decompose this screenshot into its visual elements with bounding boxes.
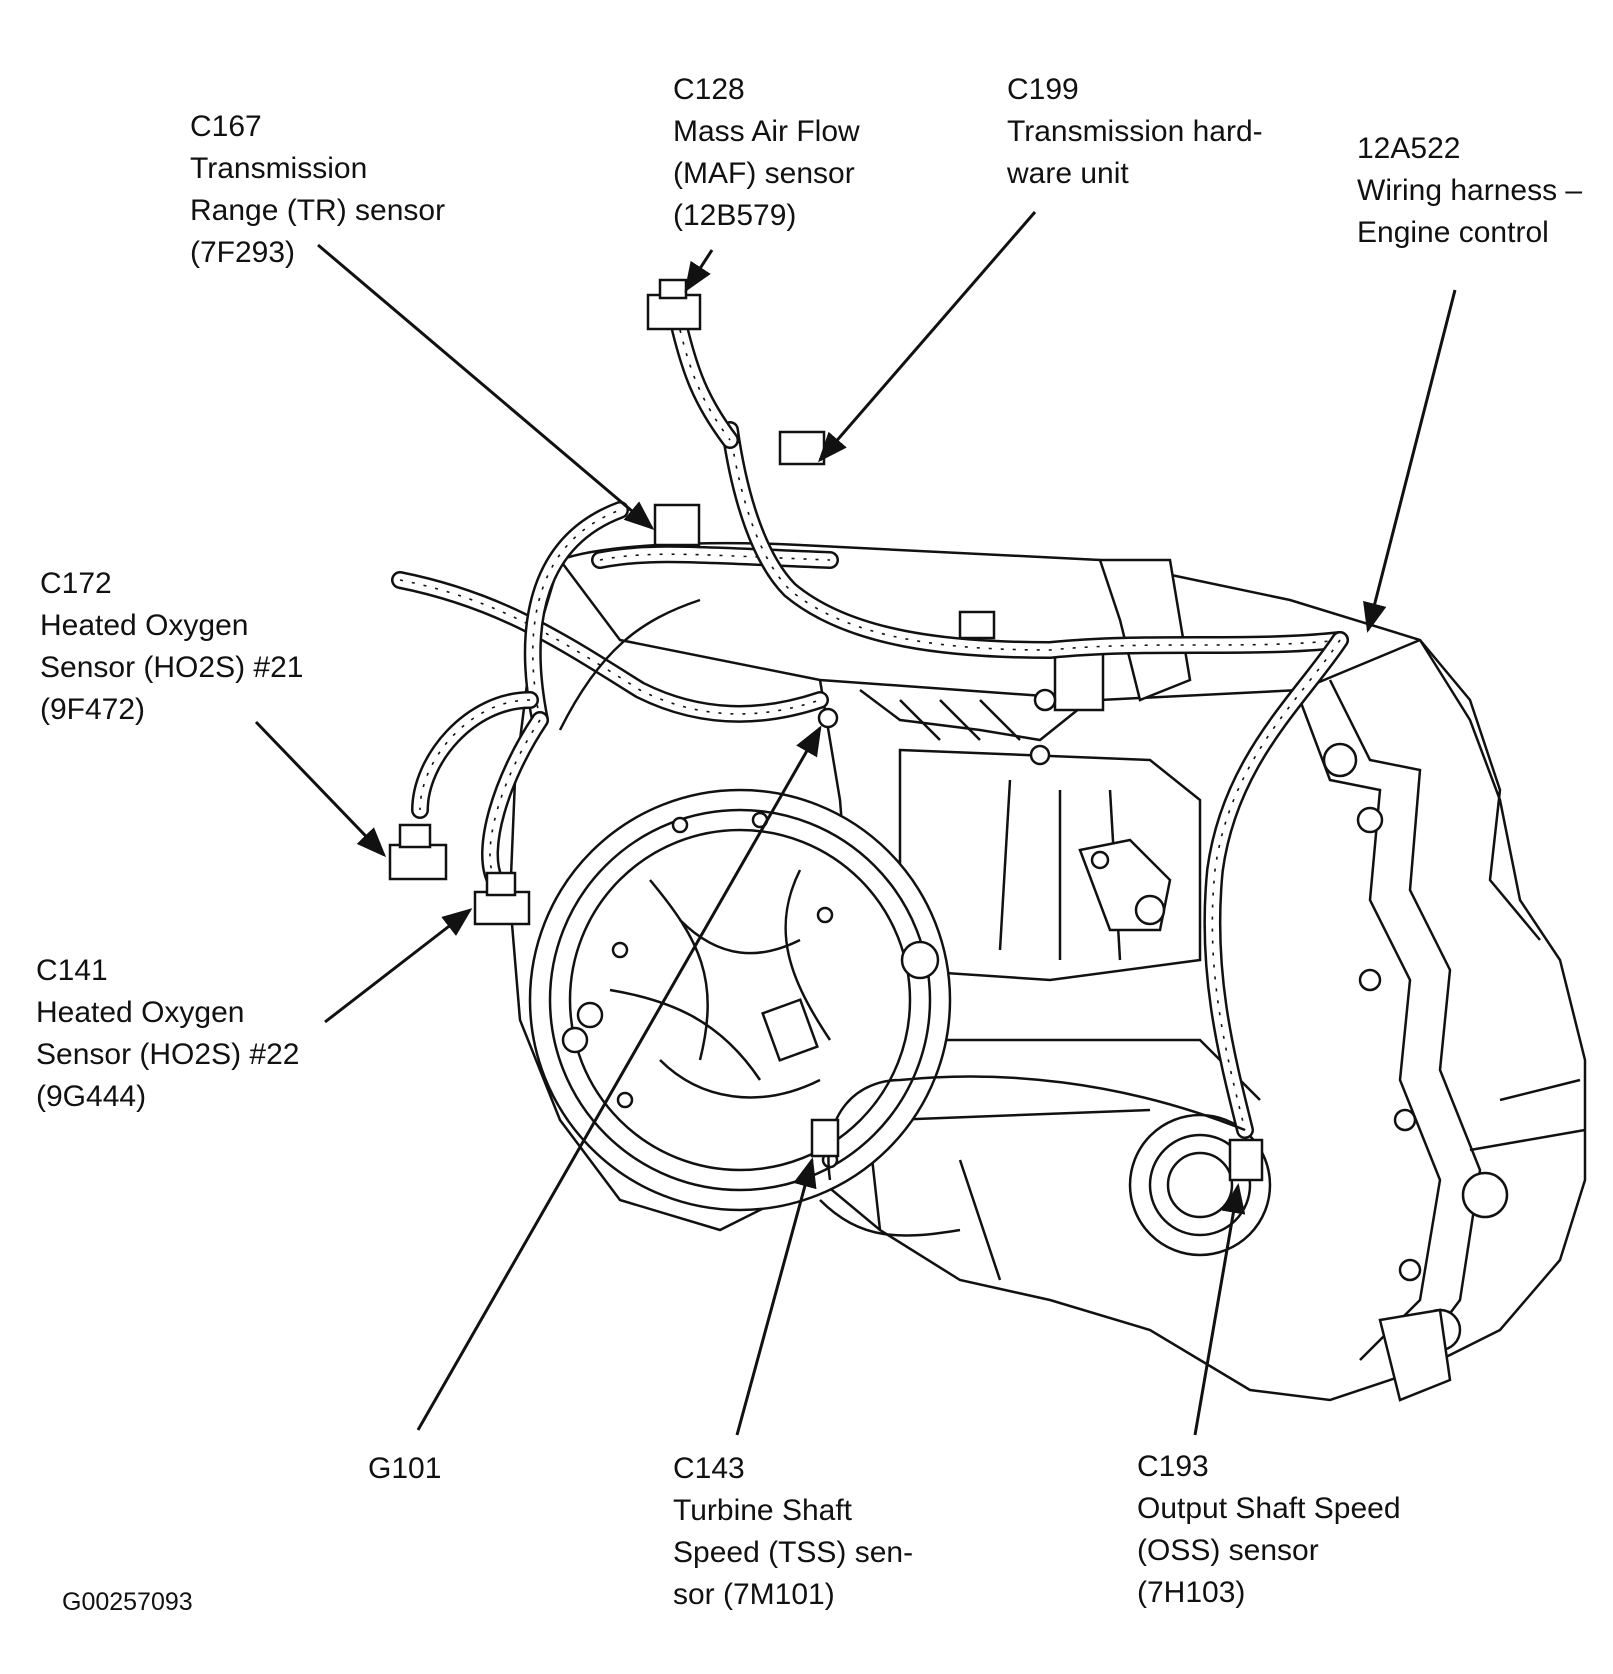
leader-g101 — [416, 725, 822, 1431]
callout-code: G101 — [368, 1452, 442, 1485]
figure-id: G00257093 — [62, 1588, 193, 1616]
callout-12a522: 12A522 Wiring harness – Engine control — [1357, 128, 1582, 254]
callout-c199: C199 Transmission hard- ware unit — [1007, 69, 1263, 195]
callout-text: Speed (TSS) sen- — [673, 1536, 914, 1569]
callout-c193: C193 Output Shaft Speed (OSS) sensor (7H… — [1137, 1446, 1401, 1614]
ho2s-22-connector — [473, 890, 531, 926]
callout-code: C143 — [673, 1452, 745, 1485]
callout-text: Engine control — [1357, 216, 1549, 249]
oss-sensor-connector — [1228, 1138, 1264, 1182]
callout-text: (OSS) sensor — [1137, 1534, 1319, 1567]
callout-text: sor (7M101) — [673, 1578, 835, 1611]
callout-c172: C172 Heated Oxygen Sensor (HO2S) #21 (9F… — [40, 563, 303, 731]
callout-text: (9G444) — [36, 1080, 147, 1113]
callout-code: C128 — [673, 73, 745, 106]
tss-sensor-connector — [810, 1118, 840, 1158]
transmission-case — [508, 541, 1587, 1402]
hardware-unit-connector — [778, 430, 826, 466]
callout-text: Turbine Shaft — [673, 1494, 852, 1527]
callout-code: C193 — [1137, 1450, 1209, 1483]
leader-c172 — [254, 720, 387, 858]
callout-text: Wiring harness – — [1357, 174, 1583, 207]
callout-text: Transmission — [190, 152, 368, 185]
callout-code: C167 — [190, 110, 262, 143]
callout-text: Output Shaft Speed — [1137, 1492, 1401, 1525]
callout-text: Sensor (HO2S) #21 — [40, 651, 304, 684]
callout-c167: C167 Transmission Range (TR) sensor (7F2… — [190, 106, 445, 274]
callout-c128: C128 Mass Air Flow (MAF) sensor (12B579) — [673, 69, 860, 237]
callout-text: (12B579) — [673, 199, 797, 232]
callout-c143: C143 Turbine Shaft Speed (TSS) sen- sor … — [673, 1448, 913, 1616]
tr-sensor-connector — [653, 503, 701, 547]
callout-code: C199 — [1007, 73, 1079, 106]
callout-text: (7F293) — [190, 236, 296, 269]
maf-connector — [646, 293, 702, 331]
callout-text: Mass Air Flow — [673, 115, 860, 148]
connectors — [388, 278, 1264, 1182]
callout-text: ware unit — [1007, 157, 1129, 190]
leader-c193 — [1193, 1183, 1246, 1436]
leader-12a522 — [1363, 289, 1457, 633]
leader-c199 — [818, 211, 1037, 463]
callout-text: Heated Oxygen — [40, 609, 249, 642]
callout-code: 12A522 — [1357, 132, 1461, 165]
callout-g101: G101 — [368, 1448, 441, 1490]
callout-text: Range (TR) sensor — [190, 194, 446, 227]
callout-text: (7H103) — [1137, 1576, 1246, 1609]
g101-ground-point — [817, 707, 839, 729]
leader-lines — [254, 211, 1457, 1436]
callout-code: C172 — [40, 567, 112, 600]
ho2s-21-connector — [388, 843, 448, 881]
callout-text: Transmission hard- — [1007, 115, 1263, 148]
callout-text: Heated Oxygen — [36, 996, 245, 1029]
callout-c141: C141 Heated Oxygen Sensor (HO2S) #22 (9G… — [36, 950, 299, 1118]
callout-text: (MAF) sensor — [673, 157, 855, 190]
leader-c167 — [317, 243, 655, 530]
leader-c128 — [684, 249, 714, 293]
callout-code: C141 — [36, 954, 108, 987]
wiring-harness — [391, 321, 1349, 1237]
leader-c141 — [324, 908, 473, 1024]
callout-text: (9F472) — [40, 693, 146, 726]
leader-c143 — [735, 1157, 817, 1436]
callout-text: Sensor (HO2S) #22 — [36, 1038, 300, 1071]
